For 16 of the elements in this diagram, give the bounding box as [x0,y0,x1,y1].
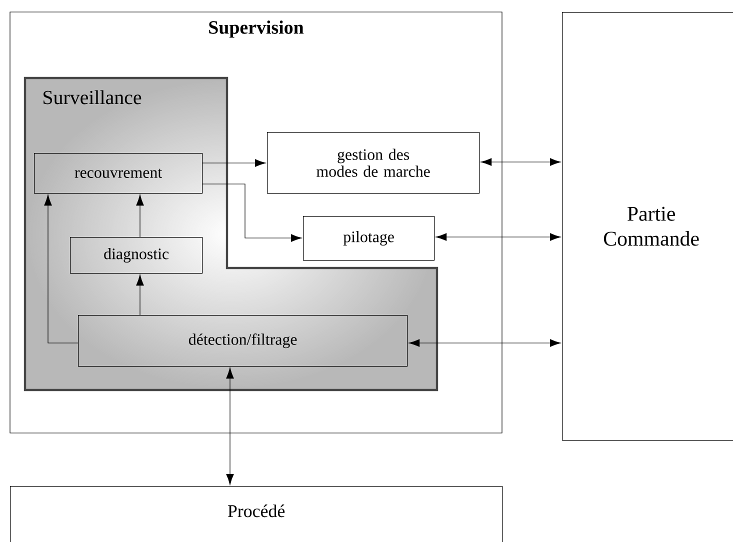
arrow [480,158,561,166]
arrow [44,194,78,344]
arrow [202,184,302,242]
system-box: Procédé [10,486,503,542]
arrow [226,368,234,485]
arrow [136,274,144,316]
process-box: gestion des modes de marche [267,132,480,194]
process-box: diagnostic [70,237,203,274]
arrow [408,339,561,347]
arrow [202,159,266,167]
process-box: détection/filtrage [78,315,408,367]
arrow [436,233,561,241]
process-box: pilotage [303,216,435,261]
process-box: recouvrement [34,153,203,194]
arrow [136,194,144,238]
system-box: Partie Commande [562,12,733,441]
